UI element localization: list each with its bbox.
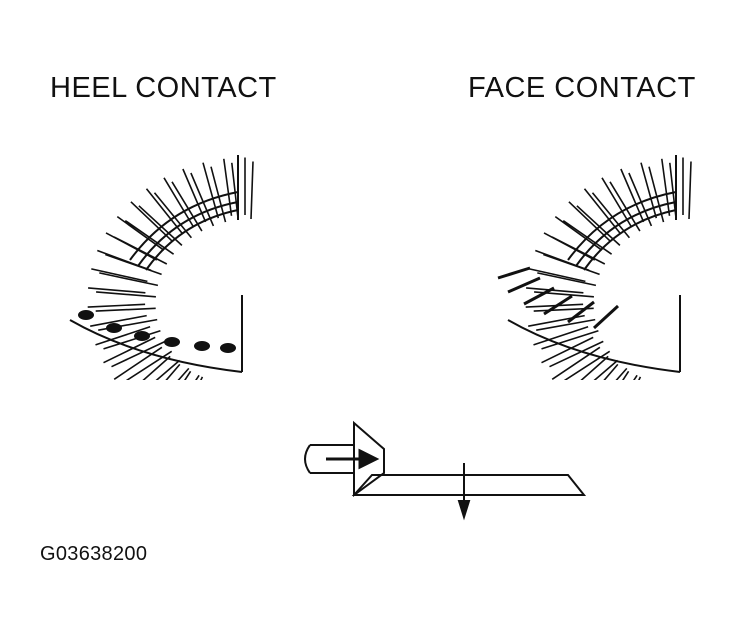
gear-tooth (184, 370, 200, 380)
gear-tooth (661, 158, 677, 220)
gear-tooth (116, 215, 175, 255)
pinion-rotation-arrow (326, 448, 380, 470)
gear-tooth (97, 249, 162, 276)
gear-tooth (142, 355, 181, 380)
gear-tooth (551, 346, 611, 380)
gear-tooth (682, 157, 692, 220)
face-contact-marks (497, 266, 620, 330)
gear-tooth (543, 232, 606, 265)
contact-pattern-mark (220, 343, 236, 353)
gear-tooth (95, 326, 161, 350)
gear-tooth (145, 188, 193, 239)
gear-teeth (87, 157, 254, 380)
gear-tooth (529, 268, 597, 287)
pinion-direction-diagram (304, 420, 587, 521)
gear-tooth (244, 157, 254, 220)
contact-pattern-mark (134, 331, 150, 341)
gear-tooth (103, 336, 166, 368)
gear-tooth (622, 370, 638, 380)
contact-pattern-mark (523, 286, 555, 306)
gear-tooth (601, 177, 641, 232)
gear-tooth (620, 168, 653, 227)
gear-direction-arrow (457, 463, 471, 521)
gear-tooth (202, 162, 227, 223)
gear-tooth (526, 287, 594, 298)
gear-tooth (200, 376, 204, 380)
contact-pattern-mark (567, 300, 595, 324)
gear-tooth (91, 268, 159, 287)
heel-contact-marks (78, 310, 236, 353)
gear-tooth (568, 201, 621, 246)
gear-tooth (580, 355, 619, 380)
gear-tooth (88, 287, 156, 298)
gear-tooth (113, 346, 173, 380)
gear-tooth (603, 363, 628, 380)
gear-tooth (223, 158, 239, 220)
gear-tooth (130, 201, 183, 246)
gear-tooth (554, 215, 613, 255)
contact-pattern-mark (106, 323, 122, 333)
contact-pattern-mark (78, 310, 94, 320)
ring-gear-plane (351, 474, 587, 496)
pinion-head (353, 420, 385, 497)
contact-pattern-mark (543, 294, 573, 316)
face-contact-title: FACE CONTACT (468, 72, 696, 104)
gear-tooth (533, 326, 599, 350)
contact-pattern-mark (497, 266, 531, 280)
figure-code: G03638200 (40, 543, 148, 565)
pinion-shaft (304, 444, 354, 474)
ring-gear-face-contact (497, 155, 692, 380)
contact-pattern-mark (194, 341, 210, 351)
gear-tooth (165, 363, 190, 380)
gear-tooth (541, 336, 604, 368)
contact-pattern-mark (507, 276, 541, 294)
gear-tooth (182, 168, 215, 227)
gear-tooth (638, 376, 642, 380)
gear-teeth (525, 157, 692, 380)
gear-tooth (535, 249, 600, 276)
gear-tooth (163, 177, 203, 232)
gear-body (507, 155, 681, 373)
contact-pattern-mark (164, 337, 180, 347)
heel-contact-title: HEEL CONTACT (50, 72, 277, 104)
ring-gear-heel-contact (69, 155, 254, 380)
gear-tooth (640, 162, 665, 223)
gear-body (69, 155, 243, 373)
contact-pattern-mark (592, 304, 620, 330)
gear-tooth (105, 232, 168, 265)
gear-tooth (87, 303, 156, 312)
gear-tooth (583, 188, 631, 239)
